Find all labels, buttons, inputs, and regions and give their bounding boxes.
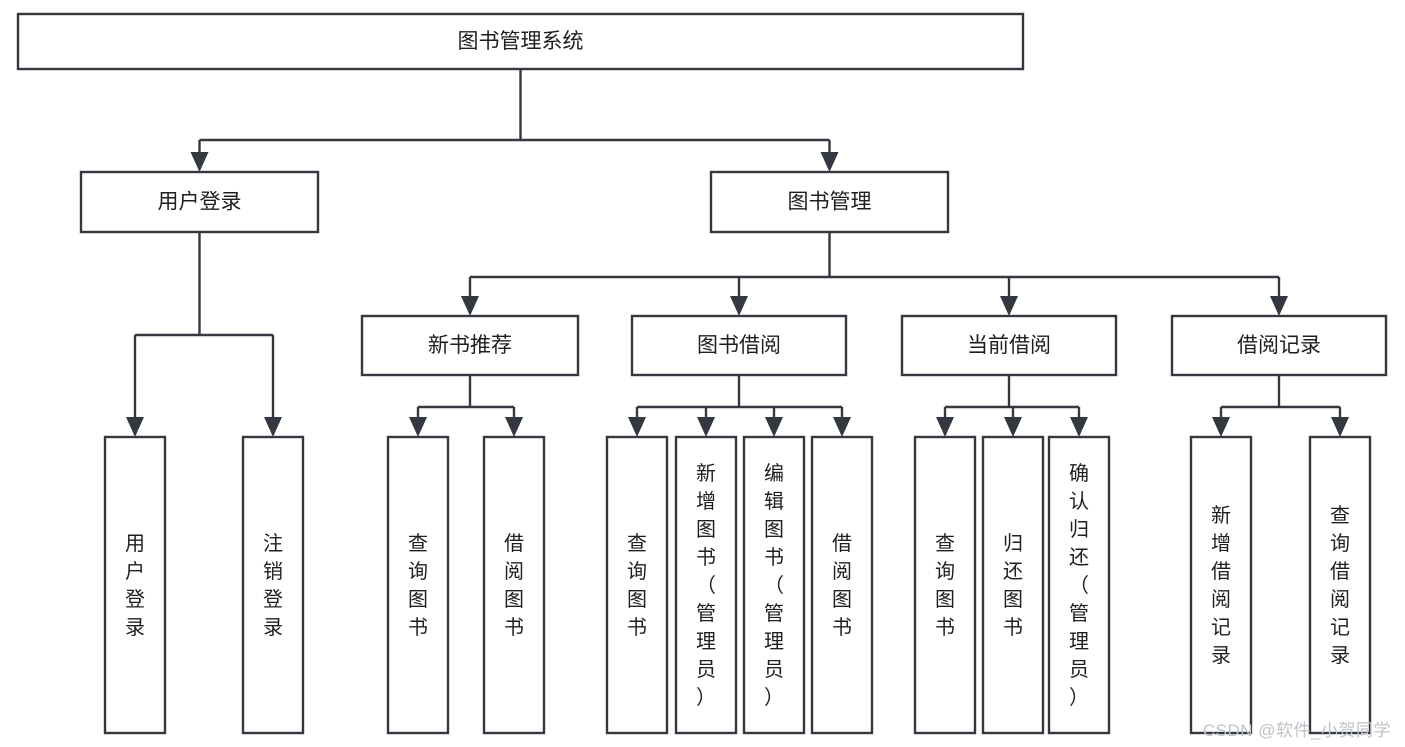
node-leaf-borrow-book-1-label: 借阅图书 (504, 532, 524, 639)
node-borrow-record-label: 借阅记录 (1237, 334, 1321, 357)
node-leaf-confirm-return-label: 确认归还（管理员） (1069, 462, 1089, 709)
arrow-head-icon (1270, 296, 1288, 316)
node-leaf-query-book-1-box[interactable] (386, 435, 450, 735)
arrow-head-icon (765, 417, 783, 437)
arrow-head-icon (1004, 417, 1022, 437)
node-book-borrow-box[interactable] (630, 314, 848, 377)
node-leaf-edit-book-box[interactable] (742, 435, 806, 735)
node-leaf-query-record-label: 查询借阅记录 (1330, 504, 1350, 667)
node-book-manage-label: 图书管理 (788, 191, 872, 214)
leaf-node-layer: 用户登录 注销登录 查询图书 借阅图书 查询图书 新增图书（管理员） 编辑图书（管理员） 借阅… (103, 435, 1372, 735)
arrow-head-icon (628, 417, 646, 437)
node-leaf-add-record-box[interactable] (1189, 435, 1253, 735)
node-leaf-borrow-book-2-label: 借阅图书 (832, 532, 852, 639)
arrow-head-icon (264, 417, 282, 437)
arrow-head-icon (461, 296, 479, 316)
node-leaf-add-book[interactable]: 新增图书（管理员） (674, 435, 738, 735)
node-leaf-add-record-label: 新增借阅记录 (1211, 504, 1231, 667)
node-leaf-borrow-book-1-box[interactable] (482, 435, 546, 735)
arrow-head-icon (126, 417, 144, 437)
node-current-borrow[interactable]: 当前借阅 (900, 314, 1118, 377)
node-leaf-query-book-3-label: 查询图书 (935, 532, 955, 639)
arrow-head-icon (820, 152, 839, 172)
arrow-head-icon (1000, 296, 1018, 316)
node-leaf-user-logout-box[interactable] (241, 435, 305, 735)
node-leaf-edit-book-label: 编辑图书（管理员） (764, 462, 784, 709)
node-root-label: 图书管理系统 (458, 30, 584, 53)
node-leaf-confirm-return-box[interactable] (1047, 435, 1111, 735)
node-user-login[interactable]: 用户登录 (79, 170, 320, 234)
node-leaf-query-book-2[interactable]: 查询图书 (605, 435, 669, 735)
node-leaf-add-book-box[interactable] (674, 435, 738, 735)
node-borrow-record[interactable]: 借阅记录 (1170, 314, 1388, 377)
arrow-head-icon (190, 152, 209, 172)
node-leaf-query-book-1[interactable]: 查询图书 (386, 435, 450, 735)
node-new-book-recommend[interactable]: 新书推荐 (360, 314, 580, 377)
node-leaf-query-book-3-box[interactable] (913, 435, 977, 735)
node-root[interactable]: 图书管理系统 (16, 12, 1025, 71)
node-leaf-edit-book[interactable]: 编辑图书（管理员） (742, 435, 806, 735)
node-leaf-borrow-book-2[interactable]: 借阅图书 (810, 435, 874, 735)
arrow-head-icon (409, 417, 427, 437)
arrow-head-icon (730, 296, 748, 316)
node-borrow-record-box[interactable] (1170, 314, 1388, 377)
node-user-login-label: 用户登录 (158, 191, 242, 214)
node-leaf-query-book-1-label: 查询图书 (408, 532, 428, 639)
node-user-login-box[interactable] (79, 170, 320, 234)
node-leaf-user-login[interactable]: 用户登录 (103, 435, 167, 735)
node-leaf-user-logout-label: 注销登录 (263, 532, 283, 639)
node-leaf-query-record-box[interactable] (1308, 435, 1372, 735)
node-leaf-query-book-3[interactable]: 查询图书 (913, 435, 977, 735)
node-leaf-user-logout[interactable]: 注销登录 (241, 435, 305, 735)
arrow-head-icon (1070, 417, 1088, 437)
node-leaf-borrow-book-1[interactable]: 借阅图书 (482, 435, 546, 735)
node-book-borrow-label: 图书借阅 (697, 334, 781, 357)
node-leaf-return-book-box[interactable] (981, 435, 1045, 735)
node-new-book-recommend-label: 新书推荐 (428, 334, 512, 357)
node-leaf-borrow-book-2-box[interactable] (810, 435, 874, 735)
arrow-head-icon (833, 417, 851, 437)
node-current-borrow-label: 当前借阅 (967, 334, 1051, 357)
node-leaf-return-book-label: 归还图书 (1003, 532, 1023, 639)
arrow-head-icon (505, 417, 523, 437)
node-leaf-confirm-return[interactable]: 确认归还（管理员） (1047, 435, 1111, 735)
node-leaf-user-login-label: 用户登录 (125, 533, 145, 639)
connector-layer (126, 69, 1349, 437)
node-leaf-add-book-label: 新增图书（管理员） (696, 462, 716, 709)
node-leaf-query-record[interactable]: 查询借阅记录 (1308, 435, 1372, 735)
node-leaf-return-book[interactable]: 归还图书 (981, 435, 1045, 735)
node-book-manage-box[interactable] (709, 170, 950, 234)
node-current-borrow-box[interactable] (900, 314, 1118, 377)
arrow-head-icon (697, 417, 715, 437)
arrow-head-icon (1331, 417, 1349, 437)
node-leaf-query-book-2-box[interactable] (605, 435, 669, 735)
arrow-head-icon (936, 417, 954, 437)
node-book-manage[interactable]: 图书管理 (709, 170, 950, 234)
node-new-book-recommend-box[interactable] (360, 314, 580, 377)
arrow-head-icon (1212, 417, 1230, 437)
node-root-box[interactable] (16, 12, 1025, 71)
node-leaf-add-record[interactable]: 新增借阅记录 (1189, 435, 1253, 735)
node-leaf-user-login-box[interactable] (103, 435, 167, 735)
node-book-borrow[interactable]: 图书借阅 (630, 314, 848, 377)
node-leaf-query-book-2-label: 查询图书 (627, 532, 647, 639)
